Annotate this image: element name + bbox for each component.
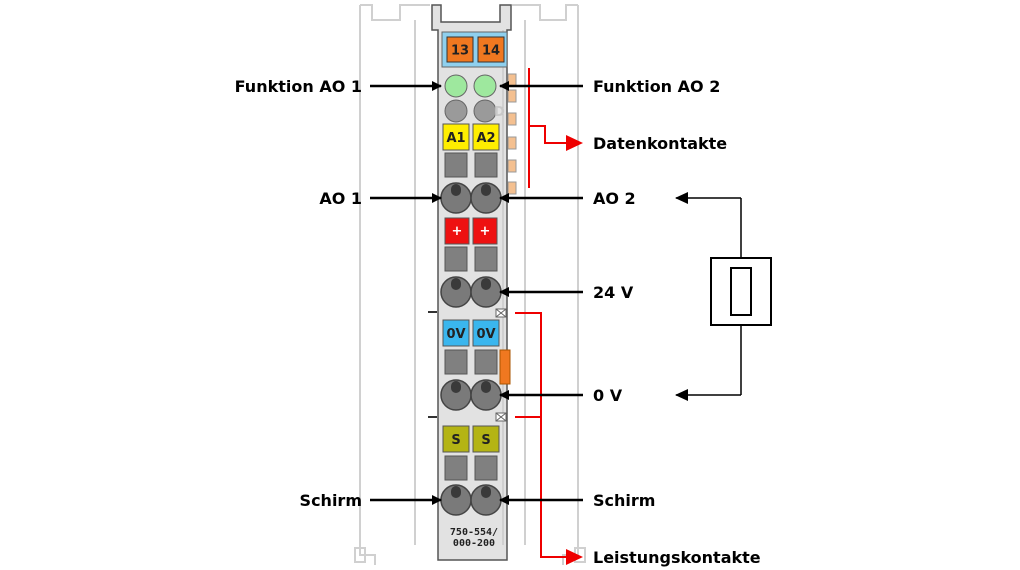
label-s-2 — [472, 425, 500, 453]
load-circuit — [710, 198, 772, 395]
label-ao2: AO 2 — [593, 189, 636, 208]
terminal-0v-left[interactable] — [440, 379, 472, 411]
load-arrowhead-bottom — [675, 389, 688, 401]
label-datenkontakte: Datenkontakte — [593, 134, 727, 153]
datenkontakte-marker — [528, 68, 566, 188]
side-letter: D — [494, 105, 505, 120]
label-schirm-right: Schirm — [593, 491, 655, 510]
terminal-schirm-left[interactable] — [440, 484, 472, 516]
release-slot-3[interactable] — [444, 246, 468, 272]
label-0v-2 — [472, 319, 500, 347]
terminal-schirm-right[interactable] — [470, 484, 502, 516]
label-0v-1 — [442, 319, 470, 347]
label-a1-text: A1 — [446, 131, 465, 146]
label-ao1: AO 1 — [319, 189, 362, 208]
terminal-ao2[interactable] — [470, 182, 502, 214]
led-panel: 13 14 — [441, 31, 508, 68]
release-slot-8[interactable] — [474, 455, 498, 481]
label-plus-1-text: + — [452, 224, 463, 239]
label-24v: 24 V — [593, 283, 634, 302]
terminal-24v-right[interactable] — [470, 276, 502, 308]
led-14-label: 14 — [482, 44, 500, 59]
label-a2-text: A2 — [476, 131, 495, 146]
label-plus-2 — [472, 217, 498, 245]
datenkontakte-arrowhead — [566, 135, 583, 151]
label-funktion-ao2: Funktion AO 2 — [593, 77, 720, 96]
function-led-ao1 — [444, 74, 468, 98]
label-plus-2-text: + — [480, 224, 491, 239]
load-arrowhead-top — [675, 192, 688, 204]
leistungskontakte-marker — [515, 312, 566, 558]
led-13-label: 13 — [451, 44, 469, 59]
release-slot-2[interactable] — [474, 152, 498, 178]
terminal-ao1[interactable] — [440, 182, 472, 214]
terminal-0v-right[interactable] — [470, 379, 502, 411]
label-a2 — [472, 123, 500, 151]
release-slot-1[interactable] — [444, 152, 468, 178]
led-off-left — [444, 99, 468, 123]
label-0v-1-text: 0V — [446, 327, 465, 342]
label-s-1-text: S — [451, 433, 460, 448]
function-led-ao2 — [473, 74, 497, 98]
led-off-right — [473, 99, 497, 123]
release-slot-7[interactable] — [444, 455, 468, 481]
release-slot-4[interactable] — [474, 246, 498, 272]
led-13 — [446, 36, 474, 63]
part-number-line-2: 000-200 — [453, 538, 495, 549]
power-jumper-bottom — [495, 412, 507, 422]
label-plus-1 — [444, 217, 470, 245]
label-leistungskontakte: Leistungskontakte — [593, 548, 761, 567]
label-0v-2-text: 0V — [476, 327, 495, 342]
release-slot-6[interactable] — [474, 349, 498, 375]
data-contacts — [507, 73, 517, 195]
release-slot-5[interactable] — [444, 349, 468, 375]
power-jumper-top — [495, 308, 507, 318]
part-number-line-1: 750-554/ — [450, 527, 498, 538]
label-funktion-ao1: Funktion AO 1 — [235, 77, 362, 96]
label-s-1 — [442, 425, 470, 453]
label-a1 — [442, 123, 470, 151]
leistungskontakte-arrowhead — [566, 549, 583, 565]
label-0v: 0 V — [593, 386, 623, 405]
label-s-2-text: S — [481, 433, 490, 448]
label-schirm-left: Schirm — [300, 491, 362, 510]
led-14 — [477, 36, 505, 63]
power-contact-tab — [499, 349, 511, 385]
terminal-24v-left[interactable] — [440, 276, 472, 308]
